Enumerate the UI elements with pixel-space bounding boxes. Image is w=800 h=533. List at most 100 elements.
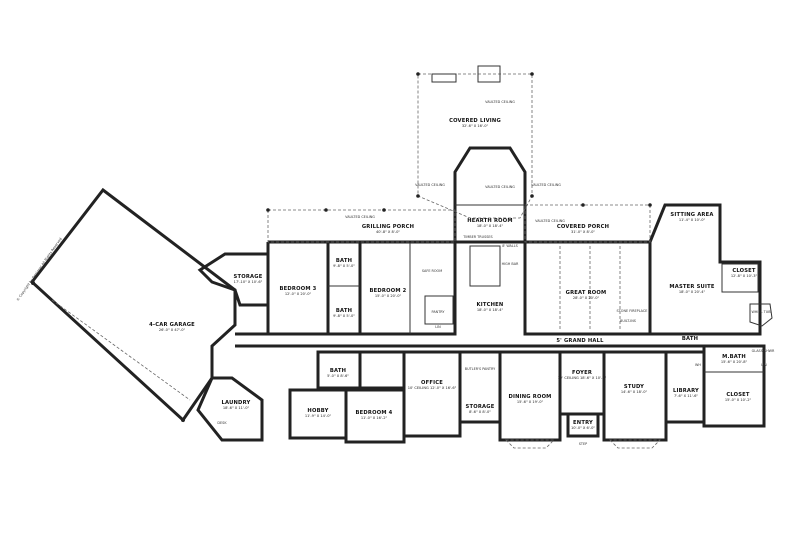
room-dim-m-bath: 15'-6" X 20'-8": [721, 360, 748, 364]
grilling-porch-outline: [267, 209, 456, 243]
porch-post: [416, 72, 420, 76]
garage-post: [181, 418, 185, 422]
room-dim-garage: 26'-0" X 47'-0": [159, 328, 186, 332]
note-vaulted: VAULTED CEILING: [415, 183, 445, 187]
note-desk: DESK: [217, 421, 227, 425]
room-label-storage-1: STORAGE: [234, 274, 263, 280]
room-label-foyer: FOYER: [572, 370, 592, 376]
room-dim-master-suite: 18'-0" X 20'-4": [679, 290, 706, 294]
closet-2-outline: [702, 344, 766, 428]
note-safe-room: SAFE ROOM: [422, 269, 442, 273]
garage-outline: [29, 187, 237, 423]
note-vaulted: VAULTED CEILING: [485, 100, 515, 104]
room-dim-closet-2: 15'-0" X 10'-2": [725, 398, 752, 402]
room-dim-bath-1: 9'-8" X 5'-0": [333, 264, 355, 268]
garage-post: [31, 281, 35, 285]
porch-post: [382, 208, 386, 212]
copyright-text: © Copyright by Designer All Rights Reser…: [16, 237, 63, 302]
note-whirl-tub: WHIRL TUB: [751, 310, 771, 314]
room-label-storage-2: STORAGE: [466, 404, 495, 410]
note-timber: TIMBER TRUSSES: [462, 235, 492, 239]
note-lin: LIN: [435, 325, 441, 329]
closet-1-outline: [721, 263, 759, 293]
note-vaulted: VAULTED CEILING: [535, 219, 565, 223]
porch-post: [530, 194, 534, 198]
room-label-covered-living: COVERED LIVING: [449, 118, 501, 124]
note-walls: 8' WALLS: [502, 244, 518, 248]
note-high-bar: HIGH BAR: [502, 262, 519, 266]
dining-bay: [505, 439, 555, 449]
room-label-entry: ENTRY: [573, 420, 593, 426]
room-dim-dining-room: 15'-6" X 19'-0": [517, 400, 544, 404]
study-outline: [602, 350, 668, 442]
porch-post: [530, 72, 534, 76]
room-label-dining-room: DINING ROOM: [508, 394, 551, 400]
porch-post: [324, 208, 328, 212]
note-fireplace: STONE FIREPLACE: [617, 309, 648, 313]
room-label-garage: 4-CAR GARAGE: [149, 322, 195, 328]
note-glass-shwr: GLASS SHWR: [752, 349, 775, 353]
island: [469, 245, 501, 287]
room-dim-kitchen: 18'-0" X 18'-4": [477, 308, 504, 312]
room-label-library: LIBRARY: [673, 388, 699, 394]
room-dim-bedroom-3: 12'-0" X 20'-0": [285, 292, 312, 296]
room-label-great-room: GREAT ROOM: [566, 290, 607, 296]
room-dim-storage-1: 17'-10" X 10'-6": [234, 280, 263, 284]
note-vaulted: VAULTED CEILING: [531, 183, 561, 187]
porch-post: [581, 203, 585, 207]
office-outline: [402, 350, 462, 438]
note-step: STEP: [579, 442, 587, 446]
room-label-office: OFFICE: [421, 380, 443, 386]
room-label-covered-porch: COVERED PORCH: [557, 224, 609, 230]
room-dim-foyer: 12' CEILING 18'-6" X 10'-6": [558, 376, 607, 380]
room-dim-bath-2: 9'-8" X 5'-0": [333, 314, 355, 318]
storage-1-outline: [197, 252, 270, 307]
room-dim-study: 14'-6" X 18'-0": [621, 390, 648, 394]
room-label-bath-2: BATH: [336, 308, 352, 314]
room-label-closet-2: CLOSET: [726, 392, 750, 398]
room-dim-library: 7'-6" X 11'-6": [674, 394, 698, 398]
room-label-grand-hall: 5' GRAND HALL: [556, 338, 604, 344]
room-label-bath-4: BATH: [682, 336, 698, 342]
closet-room: [358, 350, 406, 390]
room-label-hearth-room: HEARTH ROOM: [467, 218, 513, 224]
room-dim-great-room: 28'-0" X 20'-0": [573, 296, 600, 300]
porch-post: [416, 194, 420, 198]
room-label-bedroom-4: BEDROOM 4: [356, 410, 393, 416]
whirl-tub: [749, 303, 773, 327]
room-dim-bath-3: 5'-0" X 8'-6": [327, 374, 349, 378]
room-dim-grilling-porch: 40'-8" X 8'-0": [376, 230, 400, 234]
foyer-outline: [558, 350, 606, 416]
note-vaulted: VAULTED CEILING: [485, 185, 515, 189]
room-dim-closet-1: 12'-8" X 10'-3": [731, 274, 758, 278]
garage-door-line: [51, 299, 191, 401]
room-label-sitting-area: SITTING AREA: [670, 212, 713, 218]
porch-post: [648, 203, 652, 207]
pantry-box: [424, 295, 454, 325]
room-dim-bedroom-2: 15'-0" X 20'-0": [375, 294, 402, 298]
note-built-ins: BUILT-INS: [620, 319, 636, 323]
room-dim-grand-hall: 12' CEILING: [569, 344, 590, 348]
room-dim-entry: 10'-0" X 6'-0": [571, 426, 595, 430]
note-vaulted: VAULTED CEILING: [345, 215, 375, 219]
note-pantry: PANTRY: [432, 310, 446, 314]
room-label-kitchen: KITCHEN: [477, 302, 504, 308]
master-suite-outline: [648, 203, 762, 336]
laundry-outline: [196, 376, 264, 442]
room-label-study: STUDY: [624, 384, 644, 390]
room-dim-office: 10' CEILING 12'-0" X 16'-6": [408, 386, 457, 390]
room-label-hobby: HOBBY: [307, 408, 328, 414]
room-dim-laundry: 18'-6" X 11'-0": [223, 406, 250, 410]
room-label-master-suite: MASTER SUITE: [669, 284, 714, 290]
room-dim-hobby: 11'-9" X 14'-0": [305, 414, 332, 418]
room-label-bedroom-2: BEDROOM 2: [370, 288, 407, 294]
room-dim-storage-2: 8'-6" X 8'-0": [469, 410, 491, 414]
room-dim-hearth-room: 18'-0" X 18'-4": [477, 224, 504, 228]
room-dim-bedroom-4: 11'-0" X 16'-2": [361, 416, 388, 420]
room-label-bath-3: BATH: [330, 368, 346, 374]
note-butlers-pantry: BUTLER'S PANTRY: [465, 367, 496, 371]
room-label-m-bath: M.BATH: [722, 354, 746, 360]
